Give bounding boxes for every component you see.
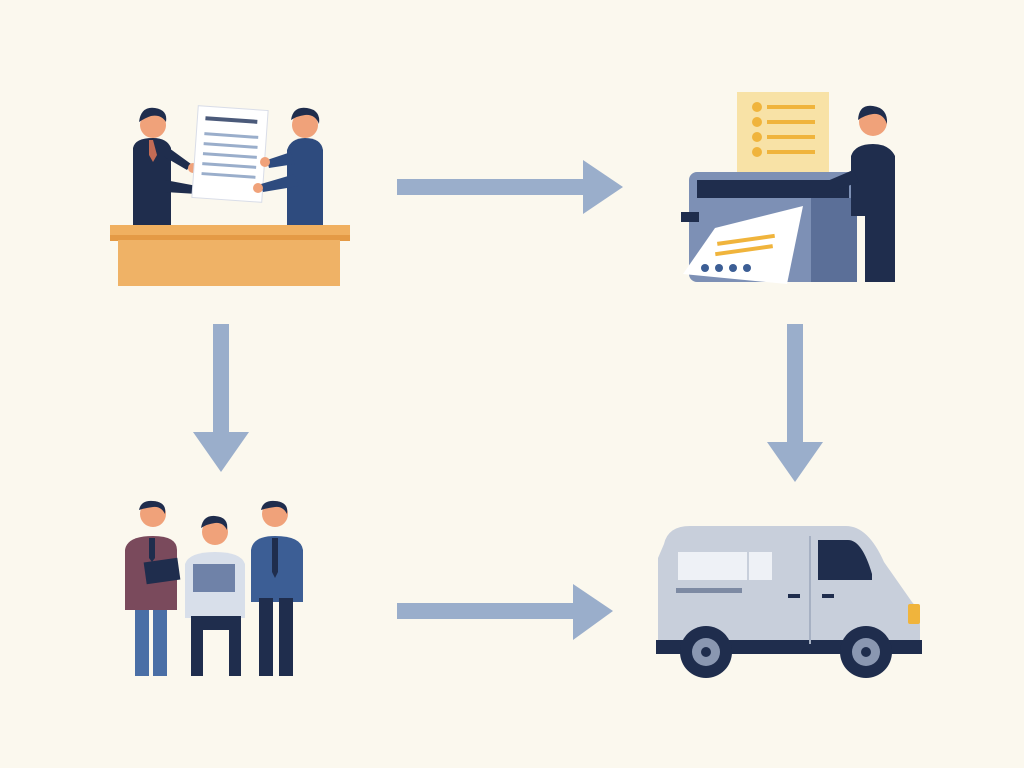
step-review <box>115 498 315 686</box>
delivery-van-icon <box>656 526 922 678</box>
arrow-printing-to-delivery <box>767 324 823 482</box>
arrow-review-to-delivery <box>397 584 613 640</box>
step-delivery <box>650 518 930 683</box>
handshake-document-icon <box>110 105 350 286</box>
step-printing <box>675 88 905 288</box>
arrow-agreement-to-printing <box>397 160 623 214</box>
printer-icon <box>681 92 895 284</box>
team-review-icon <box>125 500 303 676</box>
arrow-agreement-to-review <box>193 324 249 472</box>
step-agreement <box>105 100 355 290</box>
